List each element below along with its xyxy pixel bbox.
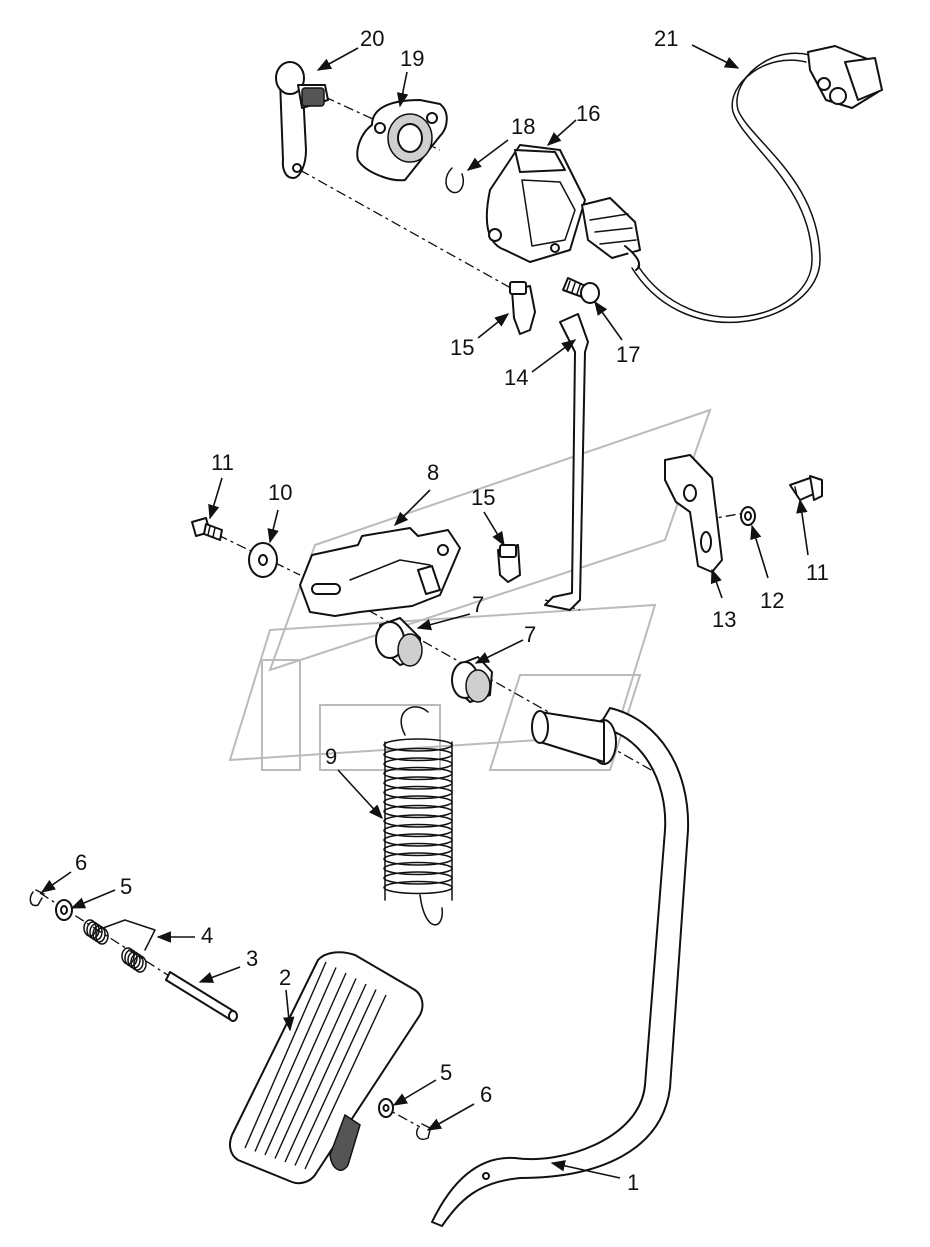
callout-9: 9	[325, 744, 337, 769]
callout-6-right: 6	[480, 1082, 492, 1107]
pedal-pad-ribs	[244, 961, 387, 1170]
torsion-coil	[95, 927, 109, 945]
callout-10: 10	[268, 480, 292, 505]
sensor-harness-connector	[581, 197, 641, 271]
part-2-pedal-pad	[229, 951, 424, 1185]
torsion-spring-coils	[121, 947, 147, 973]
part-18-snap-ring	[445, 167, 464, 194]
part-21-wiring-harness	[631, 45, 883, 324]
callout-18: 18	[511, 114, 535, 139]
callout-14: 14	[504, 365, 528, 390]
part-7-bushing-upper	[375, 617, 423, 667]
torsion-spring-coils	[83, 919, 109, 945]
part-11-bolt-right	[789, 475, 823, 501]
callout-17: 17	[616, 342, 640, 367]
callout-13: 13	[712, 607, 736, 632]
pad-rib	[254, 967, 337, 1152]
assembly-center-lines	[39, 96, 751, 1128]
part-6-clip-left	[29, 889, 45, 907]
pad-rib	[274, 978, 357, 1159]
callout-6-left: 6	[75, 850, 87, 875]
part-10-washer	[248, 542, 278, 578]
part-3-pivot-pin	[165, 971, 238, 1022]
pad-rib	[284, 983, 367, 1163]
callout-3: 3	[246, 946, 258, 971]
callout-20: 20	[360, 26, 384, 51]
part-12-washer	[740, 506, 756, 526]
callout-12: 12	[760, 588, 784, 613]
spring-coils	[383, 738, 453, 895]
part-4-torsion-spring	[83, 919, 156, 973]
torsion-coil	[133, 955, 147, 973]
callout-5-right: 5	[440, 1060, 452, 1085]
part-19-bearing-flange	[356, 99, 448, 182]
pad-rib	[264, 972, 347, 1156]
part-15-lower-clip	[497, 544, 521, 583]
part-5-washer-right	[378, 1098, 394, 1118]
callout-16: 16	[576, 101, 600, 126]
part-20-pivot-lever	[275, 61, 329, 179]
callout-15-upper: 15	[450, 335, 474, 360]
callout-5-left: 5	[120, 874, 132, 899]
callout-leaders	[40, 44, 809, 1179]
part-8-bracket-plate	[299, 527, 461, 617]
pad-rib	[304, 994, 387, 1170]
pad-rib	[294, 989, 377, 1166]
part-1-pedal-arm	[431, 707, 690, 1227]
callout-7-lower: 7	[524, 622, 536, 647]
callout-15-lower: 15	[471, 485, 495, 510]
part-11-bolt-left	[191, 517, 223, 541]
pad-rib	[244, 961, 327, 1149]
part-16-position-sensor	[485, 144, 586, 263]
part-7-bushing-lower	[451, 656, 493, 703]
part-15-upper-clip	[509, 281, 536, 335]
callout-4: 4	[201, 923, 213, 948]
part-14-push-rod	[544, 313, 589, 611]
callout-labels: 20 19 18 16 21 17 15 14 8 15 10 11 11 12…	[75, 26, 829, 1195]
part-9-return-spring	[383, 706, 453, 926]
callout-19: 19	[400, 46, 424, 71]
part-17-screw	[562, 277, 600, 304]
callout-2: 2	[279, 965, 291, 990]
callout-21: 21	[654, 26, 678, 51]
callout-7-upper: 7	[472, 592, 484, 617]
part-5-washer-left	[55, 899, 73, 921]
callout-11-right: 11	[806, 560, 829, 585]
callout-8: 8	[427, 460, 439, 485]
callout-1: 1	[627, 1170, 639, 1195]
callout-11-left: 11	[211, 450, 234, 475]
part-13-side-bracket	[664, 454, 723, 573]
